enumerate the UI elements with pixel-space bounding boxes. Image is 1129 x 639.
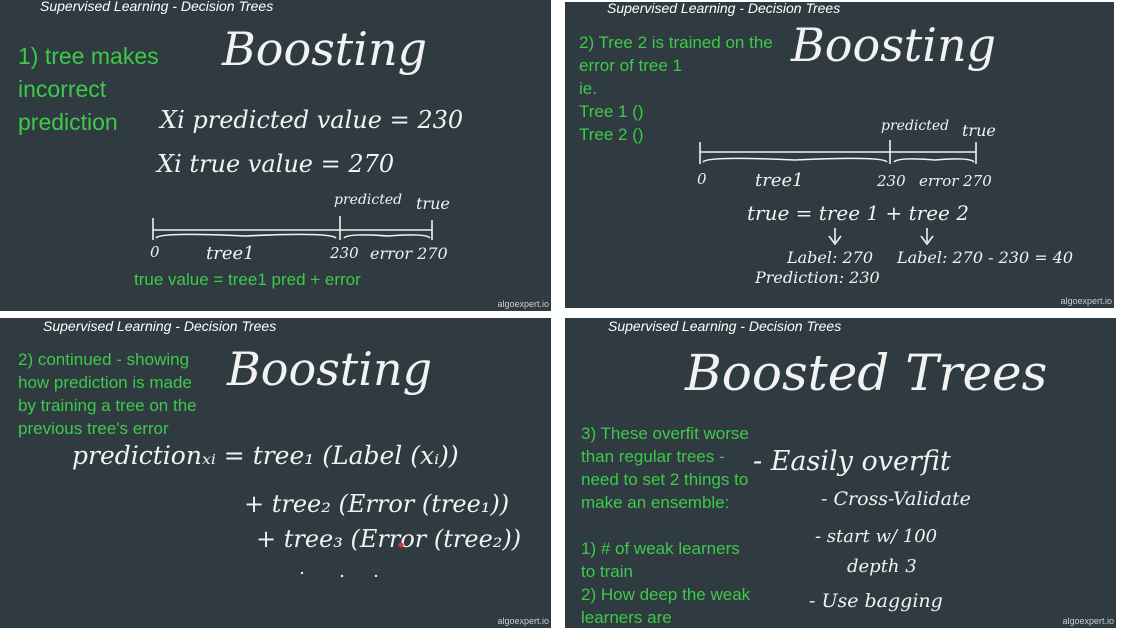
watermark: algoexpert.io xyxy=(497,299,549,309)
slide-panel-3: Supervised Learning - Decision Trees 2) … xyxy=(0,318,551,628)
slide-note: 2) continued - showing how prediction is… xyxy=(18,348,197,440)
prediction-tree1: Prediction: 230 xyxy=(755,268,880,287)
predicted-label: predicted xyxy=(881,118,950,134)
watermark: algoexpert.io xyxy=(497,616,549,626)
bullet-easily-overfit: - Easily overfit xyxy=(753,446,951,477)
slide-title: Supervised Learning - Decision Trees xyxy=(43,318,277,334)
slide-panel-4: Supervised Learning - Decision Trees Boo… xyxy=(565,318,1116,628)
watermark: algoexpert.io xyxy=(1060,296,1112,306)
slide-title: Supervised Learning - Decision Trees xyxy=(40,0,274,14)
tick-error-270: error 270 xyxy=(919,172,992,190)
note-spacer xyxy=(581,514,750,537)
formula-text: true value = tree1 pred + error xyxy=(134,270,361,289)
boosting-heading: Boosting xyxy=(227,342,433,396)
boosting-heading: Boosting xyxy=(791,18,997,72)
tick-zero: 0 xyxy=(697,170,707,188)
slide-note: 2) Tree 2 is trained on the error of tre… xyxy=(579,31,773,146)
true-label: true xyxy=(962,121,996,140)
boosted-trees-heading: Boosted Trees xyxy=(685,344,1048,402)
note-line: to train xyxy=(581,562,633,581)
note-line: make an ensemble: xyxy=(581,493,730,512)
label-tree1: Label: 270 xyxy=(787,248,874,267)
prediction-equation-line3: + tree₃ (Error (tree₂)) xyxy=(256,525,522,553)
watermark: algoexpert.io xyxy=(1062,616,1114,626)
note-line: 1) tree makes xyxy=(18,43,159,69)
note-line: 1) # of weak learners xyxy=(581,539,740,558)
tick-error-270: error 270 xyxy=(370,244,448,263)
tick-230: 230 xyxy=(877,172,906,190)
predicted-value-line: Xi predicted value = 230 xyxy=(160,106,464,134)
slide-note: 3) These overfit worse than regular tree… xyxy=(581,422,750,628)
label-tree2: Label: 270 - 230 = 40 xyxy=(897,248,1074,267)
tick-tree1: tree1 xyxy=(206,243,255,264)
number-line-diagram xyxy=(152,216,433,240)
note-line: prediction xyxy=(18,109,118,135)
note-line: incorrect xyxy=(18,76,107,102)
slide-panel-2: Supervised Learning - Decision Trees 2) … xyxy=(565,2,1114,308)
note-line: learners are xyxy=(581,608,672,627)
note-line: Tree 2 () xyxy=(579,125,644,144)
slide-note: 1) tree makes incorrect prediction xyxy=(18,40,159,139)
slide-title: Supervised Learning - Decision Trees xyxy=(608,318,842,334)
bullet-use-bagging: - Use bagging xyxy=(809,590,943,612)
note-line: error of tree 1 xyxy=(579,56,682,75)
slide-panel-1: Supervised Learning - Decision Trees 1) … xyxy=(0,0,551,311)
note-line: previous tree's error xyxy=(18,419,169,438)
true-equation: true = tree 1 + tree 2 xyxy=(747,201,969,225)
note-line: need to set 2 things to xyxy=(581,470,749,489)
predicted-label: predicted xyxy=(334,192,403,208)
bullet-cross-validate: - Cross-Validate xyxy=(821,488,971,510)
note-line: by training a tree on the xyxy=(18,396,197,415)
true-value-line: Xi true value = 270 xyxy=(157,150,395,178)
boosting-heading: Boosting xyxy=(222,22,428,76)
bullet-start-with-100: - start w/ 100 xyxy=(815,526,938,547)
note-line: how prediction is made xyxy=(18,373,192,392)
ink-marks xyxy=(300,542,404,578)
prediction-equation-line1: predictionₓᵢ = tree₁ (Label (xᵢ)) xyxy=(72,441,459,470)
tick-230: 230 xyxy=(330,244,359,262)
note-line: 3) These overfit worse xyxy=(581,424,749,443)
slide-title: Supervised Learning - Decision Trees xyxy=(607,2,841,16)
note-line: Tree 1 () xyxy=(579,102,644,121)
true-label: true xyxy=(416,194,450,213)
note-line: ie. xyxy=(579,79,597,98)
bullet-depth-3: depth 3 xyxy=(847,556,917,577)
tick-tree1: tree1 xyxy=(755,170,804,191)
prediction-equation-line2: + tree₂ (Error (tree₁)) xyxy=(244,490,510,518)
note-line: 2) Tree 2 is trained on the xyxy=(579,33,773,52)
note-line: 2) continued - showing xyxy=(18,350,190,369)
tick-zero: 0 xyxy=(150,243,160,261)
note-line: than regular trees - xyxy=(581,447,725,466)
number-line-diagram xyxy=(699,140,977,246)
note-line: 2) How deep the weak xyxy=(581,585,751,604)
